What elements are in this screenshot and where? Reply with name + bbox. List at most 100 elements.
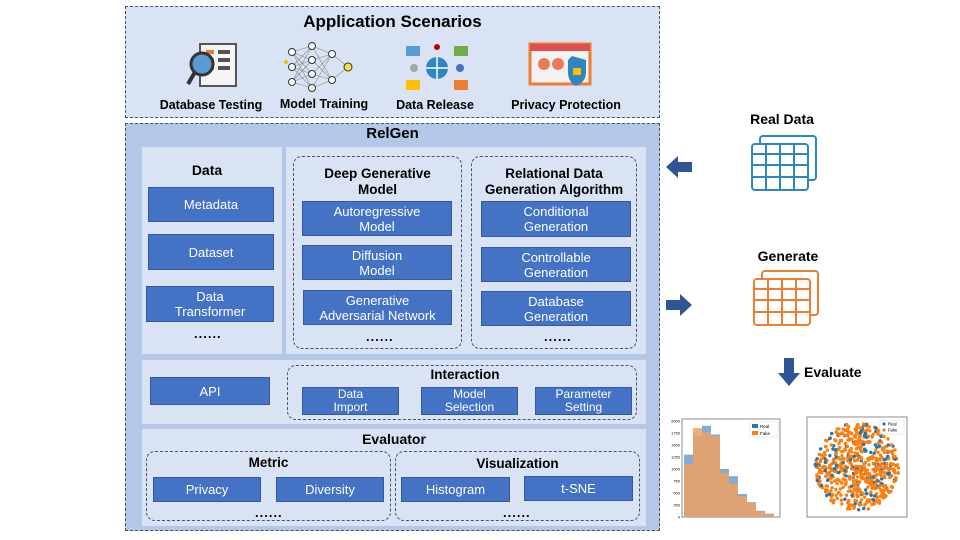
privacy-protection-icon (528, 42, 592, 86)
generated-data-table-icon (753, 270, 819, 326)
data-import-box: Data Import (302, 387, 399, 415)
tsne-point (894, 476, 898, 480)
scenario-data-release: Data Release (396, 98, 474, 112)
tsne-point (824, 438, 828, 443)
tsne-point (850, 493, 854, 498)
tsne-point (832, 467, 836, 471)
tsne-point (861, 442, 866, 447)
tsne-point (877, 444, 882, 448)
tsne-point (824, 474, 828, 478)
tsne-point (849, 454, 854, 459)
tsne-point (880, 440, 884, 445)
visualization-ellipsis: ...... (503, 505, 531, 520)
tsne-point (883, 475, 887, 480)
tsne-point (890, 462, 894, 467)
hist-bar-fake (765, 514, 774, 517)
tsne-point (831, 500, 836, 504)
relational-algorithm-title: Relational Data Generation Algorithm (484, 166, 624, 197)
tsne-point (847, 438, 852, 442)
tsne-point (874, 448, 878, 452)
tsne-point (865, 498, 870, 502)
tsne-point (886, 437, 890, 441)
interaction-panel (287, 365, 637, 420)
tsne-point (863, 460, 868, 465)
tsne-point (869, 493, 873, 497)
interaction-title: Interaction (430, 367, 500, 382)
tsne-point (841, 477, 845, 481)
tsne-point (875, 431, 880, 435)
tsne-point (829, 498, 833, 503)
tsne-point (885, 466, 889, 470)
tsne-point (849, 467, 854, 471)
tsne-point (875, 445, 879, 449)
tsne-point (869, 450, 873, 455)
tsne-point (875, 465, 879, 469)
tsne-point (830, 431, 834, 436)
tsne-point (815, 478, 819, 483)
tsne-point (861, 468, 866, 472)
database-testing-icon (186, 43, 237, 87)
hist-legend-fake: Fake (760, 431, 771, 436)
autoregressive-model-box: Autoregressive Model (302, 201, 452, 236)
tsne-thumbnail: Real Fake (806, 416, 908, 518)
tsne-point (840, 454, 844, 458)
tsne-point (825, 478, 830, 482)
model-selection-box: Model Selection (421, 387, 518, 415)
deep-generative-model-title: Deep Generative Model (324, 166, 431, 197)
tsne-point (846, 430, 851, 434)
tsne-point (831, 447, 835, 451)
tsne-point (835, 431, 840, 436)
tsne-point (835, 481, 839, 486)
tsne-point (893, 471, 897, 475)
tsne-point (839, 498, 844, 502)
tsne-point (885, 462, 889, 466)
tsne-point (843, 469, 847, 473)
tsne-point (874, 482, 878, 486)
tsne-point (853, 458, 857, 462)
tsne-point (841, 460, 845, 465)
tsne-point (890, 485, 895, 490)
tsne-point (889, 443, 894, 447)
tsne-point (838, 487, 843, 491)
tsne-point (849, 462, 854, 467)
tsne-point (815, 457, 819, 461)
hist-bar-fake (684, 464, 693, 517)
tsne-point (852, 481, 856, 486)
tsne-point (822, 450, 827, 455)
tsne-point (871, 502, 875, 506)
tsne-point (848, 458, 853, 462)
tsne-point (834, 461, 838, 465)
tsne-point (845, 427, 850, 432)
conditional-generation-box: Conditional Generation (481, 201, 631, 237)
api-box: API (150, 377, 270, 405)
visualization-title: Visualization (476, 456, 559, 471)
tsne-point (887, 466, 892, 471)
tsne-point (855, 458, 860, 462)
tsne-point (876, 467, 880, 472)
tsne-point (847, 474, 851, 479)
parameter-setting-box: Parameter Setting (535, 387, 632, 415)
tsne-points (813, 422, 901, 512)
tsne-point (819, 483, 824, 487)
tsne-point (829, 489, 833, 493)
hist-ytick-label: 1250 (671, 455, 681, 460)
evaluate-label: Evaluate (804, 364, 862, 380)
tsne-point (819, 447, 823, 451)
tsne-point (877, 485, 881, 490)
tsne-point (828, 436, 832, 441)
tsne-point (847, 498, 851, 503)
tsne-point (839, 464, 843, 468)
tsne-point (858, 447, 862, 452)
tsne-point (867, 425, 871, 429)
tsne-point (850, 431, 854, 436)
tsne-point (840, 481, 844, 485)
tsne-point (864, 488, 868, 492)
tsne-point (817, 482, 821, 486)
tsne-point (883, 495, 888, 499)
tsne-point (825, 488, 829, 492)
tsne-point (831, 458, 835, 463)
tsne-point (886, 454, 890, 458)
tsne-point (867, 463, 871, 467)
tsne-point (833, 479, 837, 483)
